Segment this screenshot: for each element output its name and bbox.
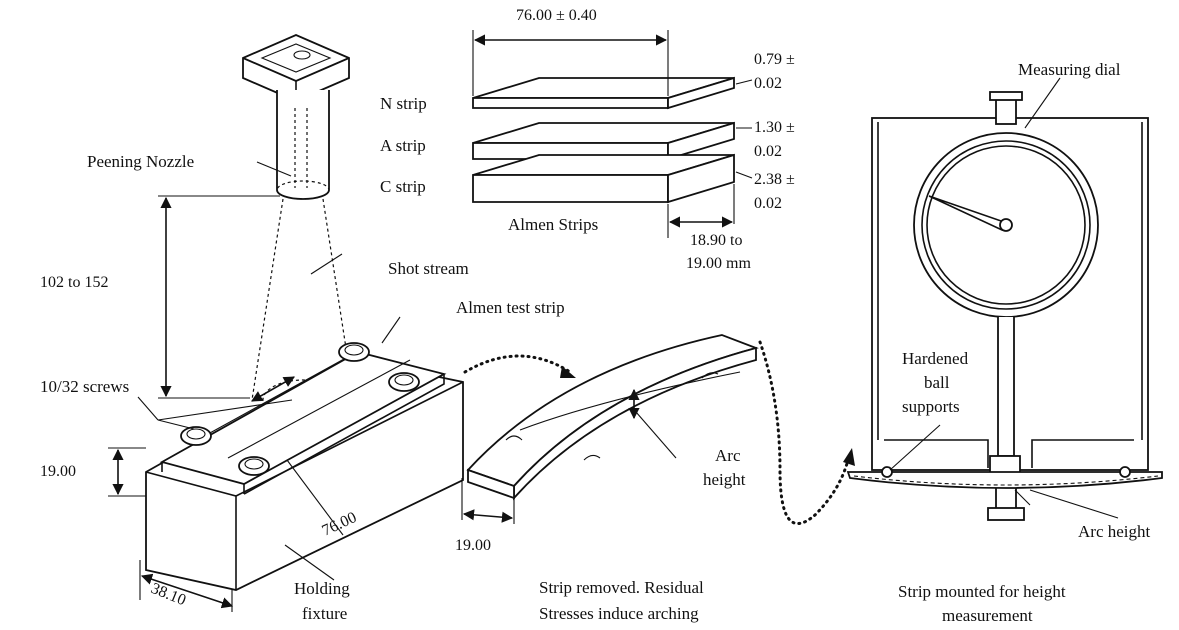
leader-lines [137, 161, 401, 581]
label-a-thickness-2: 0.02 [754, 143, 782, 160]
label-strip-length: 76.00 ± 0.40 [516, 7, 597, 24]
label-n-thickness-1: 0.79 ± [754, 51, 795, 68]
label-a-thickness-1: 1.30 ± [754, 119, 795, 136]
label-hardened-2: ball [924, 373, 950, 392]
peening-nozzle [242, 34, 350, 200]
screws [180, 342, 420, 476]
label-arc-height-1: Arc [715, 446, 741, 465]
label-mounted-caption-1: Strip mounted for height [898, 582, 1066, 601]
transition-arrow-2-head [843, 448, 855, 466]
almen-strips-stack [472, 30, 753, 238]
label-almen-strips: Almen Strips [508, 215, 598, 234]
label-removed-caption-1: Strip removed. Residual [539, 578, 704, 597]
label-c-strip: C strip [380, 177, 426, 196]
label-arc-height-2: height [703, 470, 746, 489]
transition-arrow-1 [463, 354, 572, 374]
label-holding-2: fixture [302, 604, 347, 623]
label-screws: 10/32 screws [40, 377, 129, 396]
measuring-gauge [846, 91, 1163, 521]
fixture-dimensions [108, 447, 344, 612]
transition-arrow-1-head [560, 366, 576, 378]
label-gauge-arc-height: Arc height [1078, 522, 1151, 541]
label-measuring-dial: Measuring dial [1018, 60, 1121, 79]
label-n-thickness-2: 0.02 [754, 75, 782, 92]
label-fixture-height: 19.00 [40, 463, 76, 480]
label-c-thickness-1: 2.38 ± [754, 171, 795, 188]
label-distance: 102 to 152 [40, 274, 108, 291]
label-hardened-3: supports [902, 397, 960, 416]
label-almen-test-strip: Almen test strip [456, 298, 565, 317]
nozzle-distance-dimension [158, 195, 280, 399]
label-peening-nozzle: Peening Nozzle [87, 152, 194, 171]
label-c-thickness-2: 0.02 [754, 195, 782, 212]
label-removed-caption-2: Stresses induce arching [539, 604, 699, 623]
label-strip-width-2: 19.00 mm [686, 255, 751, 272]
label-removed-width: 19.00 [455, 537, 491, 554]
transition-arrow-2 [758, 340, 850, 526]
gauge-leaders [889, 77, 1119, 519]
label-holding-1: Holding [294, 579, 350, 598]
motion-arrow [251, 376, 295, 402]
label-strip-width-1: 18.90 to [690, 232, 742, 249]
label-n-strip: N strip [380, 94, 427, 113]
arched-strip [461, 334, 759, 524]
label-mounted-caption-2: measurement [942, 606, 1033, 625]
label-a-strip: A strip [380, 136, 426, 155]
label-hardened-1: Hardened [902, 349, 969, 368]
label-shot-stream: Shot stream [388, 259, 469, 278]
